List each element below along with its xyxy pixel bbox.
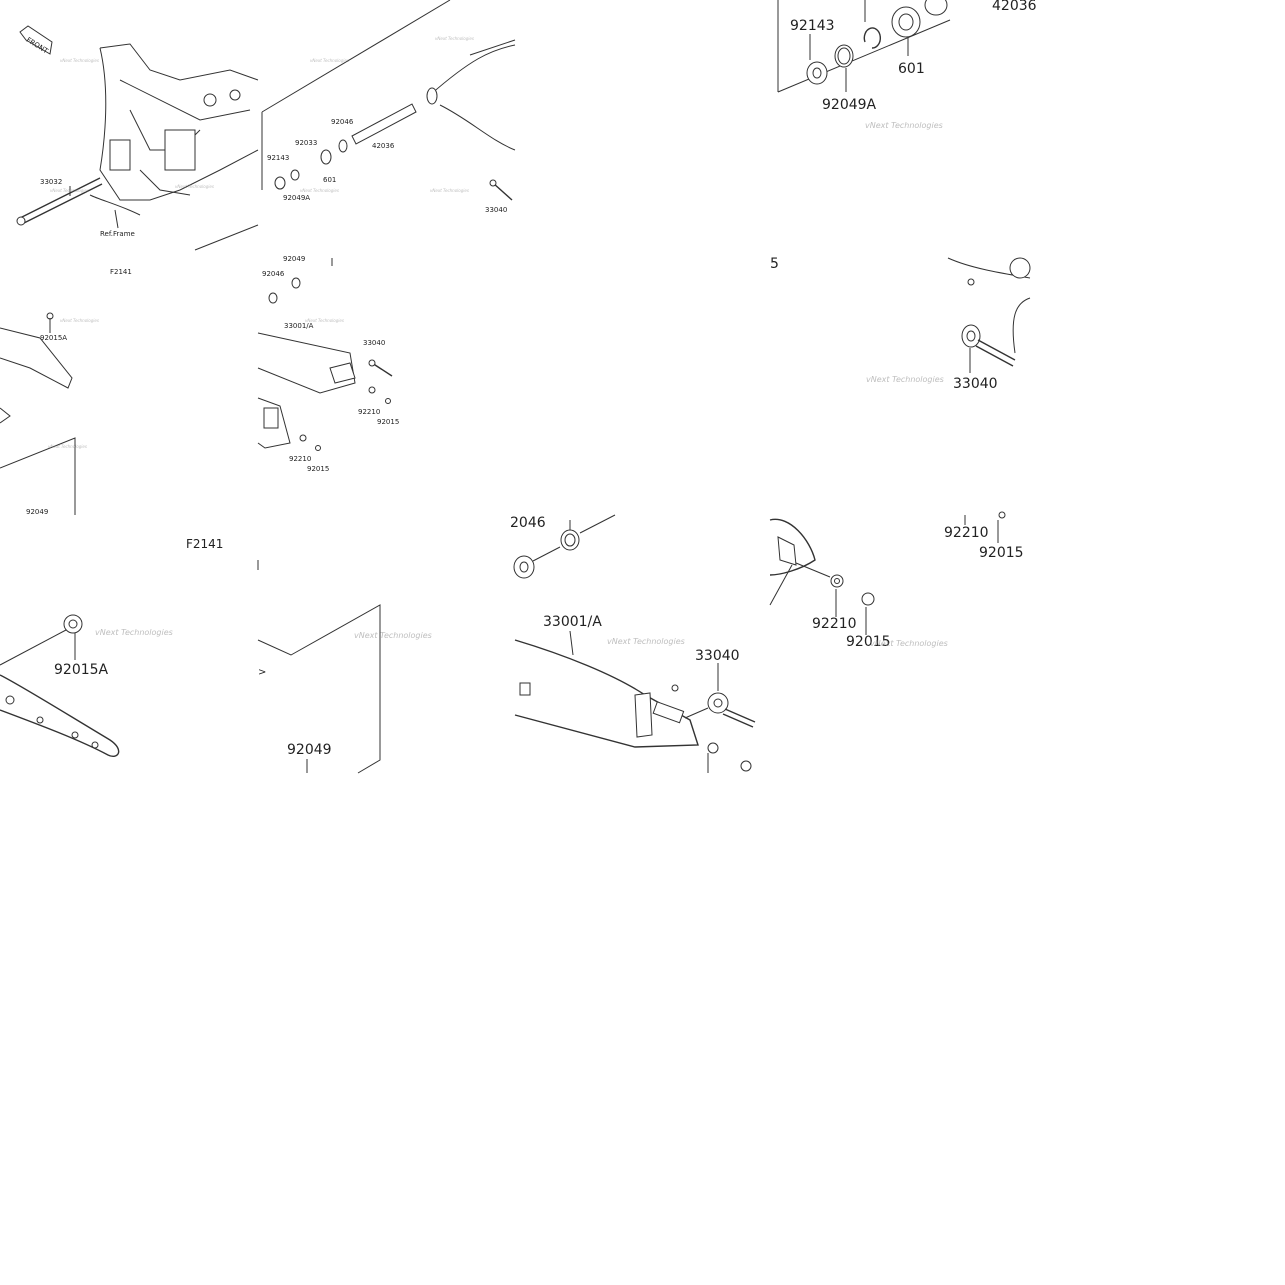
watermark: vNext Technologies (310, 58, 349, 63)
watermark: vNext Technologies (354, 631, 432, 640)
label-92015-b: 92015 (307, 465, 329, 473)
watermark: vNext Technologies (50, 188, 89, 193)
watermark: vNext Technologies (175, 184, 214, 189)
label-2046-zoom: 2046 (510, 515, 546, 531)
label-ref-frame: Ref.Frame (100, 230, 135, 238)
overview-lower-tile: F2141 92015A 92049 vNext Technologies vN… (0, 255, 515, 516)
watermark: vNext Technologies (95, 628, 173, 637)
watermark: vNext Technologies (60, 318, 99, 323)
label-5-zoom: 5 (770, 256, 779, 272)
zoom-bottom-center-tile: 2046 33001/A 33040 vNext Tec (510, 514, 770, 773)
zoom-mid-right-tile: 5 33040 vNext Technologies (770, 256, 1031, 515)
label-92049-top: 92049 (283, 255, 305, 263)
zoom-top-right-drawing: 92143 601 92049A 42036 vNext Technologie… (777, 0, 1037, 130)
zoom-top-right-tile: 92143 601 92049A 42036 vNext Technologie… (770, 0, 1037, 258)
label-33032: 33032 (40, 178, 62, 186)
overview-tile: FRONT 3303 (0, 0, 516, 258)
watermark: vNext Technologies (430, 188, 469, 193)
front-arrow-icon: FRONT (19, 25, 53, 56)
zoom-bottom-mid-tile: > 92049 vNext Technologies (257, 515, 515, 774)
label-92049-zoom: 92049 (287, 742, 332, 758)
label-92210-zoom: 92210 (944, 525, 989, 541)
watermark: vNext Technologies (870, 639, 948, 648)
label-601: 601 (323, 176, 336, 184)
watermark: vNext Technologies (300, 188, 339, 193)
label-92143: 92143 (267, 154, 289, 162)
watermark: vNext Technologies (48, 444, 87, 449)
label-92046: 92046 (331, 118, 354, 126)
watermark: vNext Technologies (60, 58, 99, 63)
label-42036: 42036 (372, 142, 395, 150)
label-33040-bottom-zoom: 33040 (695, 648, 740, 664)
overview-drawing: FRONT 3303 (16, 0, 516, 251)
label-92210-b-zoom: 92210 (812, 616, 857, 632)
zoom-mid-right-drawing: 5 33040 vNext Technologies (770, 256, 1031, 392)
label-92049a: 92049A (283, 194, 310, 202)
watermark: vNext Technologies (607, 637, 685, 646)
label-92049: 92049 (26, 508, 48, 516)
label-92046-lower: 92046 (262, 270, 285, 278)
label-92033: 92033 (295, 139, 317, 147)
label-33040: 33040 (485, 206, 507, 214)
watermark: vNext Technologies (866, 375, 944, 384)
label-f2141-zoom: F2141 (186, 537, 223, 551)
pivot-shaft-33032 (16, 177, 103, 226)
label-92210-b: 92210 (289, 455, 311, 463)
label-33001a: 33001/A (284, 322, 314, 330)
label-92015-b-zoom: 92015 (846, 634, 891, 650)
label-92015a-zoom: 92015A (54, 662, 109, 678)
label-601-zoom: 601 (898, 61, 925, 77)
zoom-bottom-right-tile: 92210 92015 92210 92015 vNext Technologi… (769, 511, 1030, 773)
label-92015: 92015 (377, 418, 399, 426)
label-92015a: 92015A (40, 334, 67, 342)
arrow-marker: > (258, 667, 266, 678)
label-33001a-zoom: 33001/A (543, 614, 602, 630)
label-33040-lower: 33040 (363, 339, 385, 347)
zoom-bottom-center-drawing: 2046 33001/A 33040 vNext Tec (510, 514, 756, 773)
label-92143-zoom: 92143 (790, 18, 835, 34)
label-92015-zoom: 92015 (979, 545, 1024, 561)
watermark: vNext Technologies (435, 36, 474, 41)
watermark: vNext Technologies (865, 121, 943, 130)
zoom-bottom-right-drawing: 92210 92015 92210 92015 vNext Technologi… (769, 511, 1024, 650)
zoom-bottom-left-tile: F2141 92015A vNext Technologies (0, 515, 258, 773)
label-92049a-zoom: 92049A (822, 97, 877, 113)
zoom-bottom-left-drawing: F2141 92015A vNext Technologies (0, 537, 223, 757)
frame-sketch (89, 43, 259, 251)
exploded-parts-panel (261, 0, 516, 201)
label-42036-zoom: 42036 (992, 0, 1037, 14)
zoom-bottom-mid-drawing: > 92049 vNext Technologies (257, 560, 432, 774)
label-92210: 92210 (358, 408, 380, 416)
label-f2141: F2141 (110, 268, 132, 276)
label-33040-zoom: 33040 (953, 376, 998, 392)
watermark: vNext Technologies (305, 318, 344, 323)
overview-lower-drawing: F2141 92015A 92049 vNext Technologies vN… (0, 255, 399, 516)
